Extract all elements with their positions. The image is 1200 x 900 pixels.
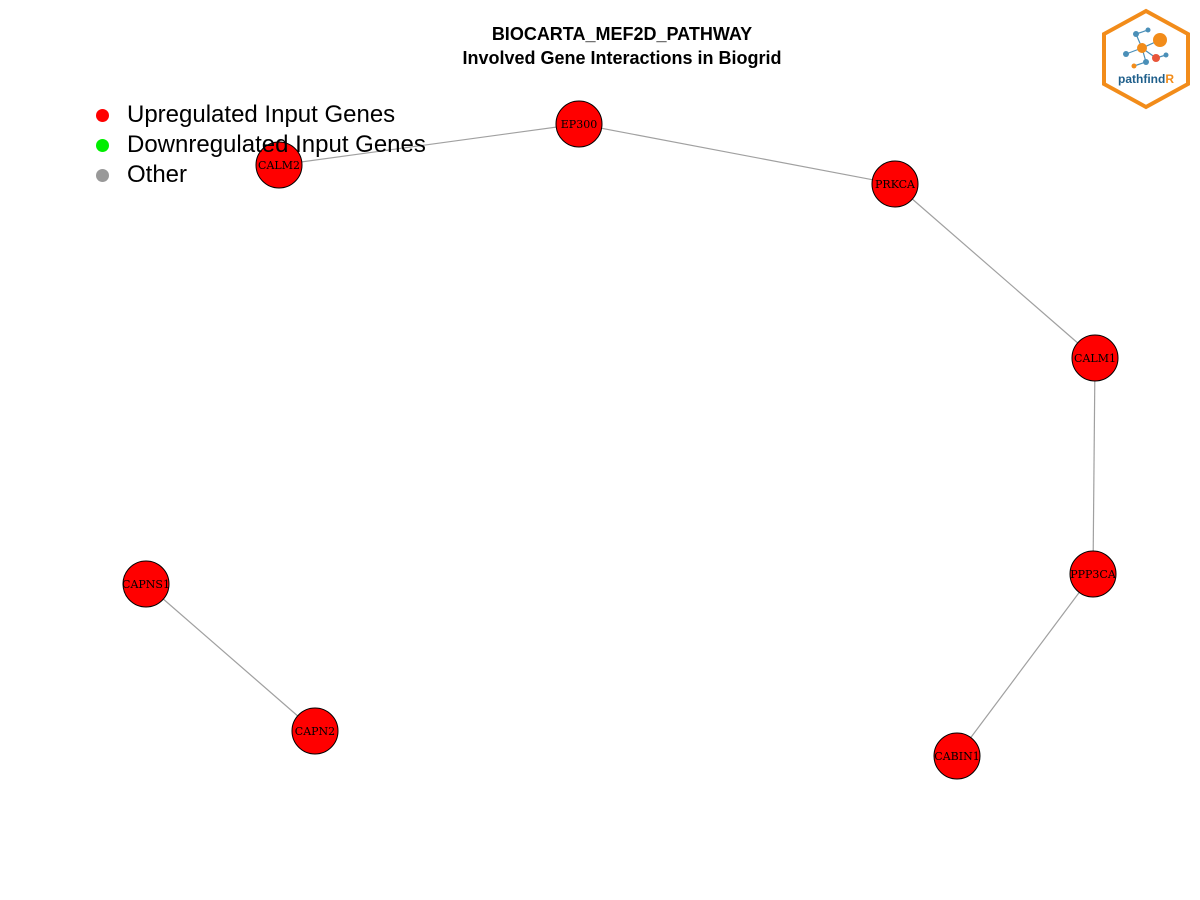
node-label: EP300 (561, 118, 597, 131)
node-circle[interactable] (1071, 334, 1119, 382)
edge-calm1-ppp3ca (1092, 357, 1096, 575)
node-ep300[interactable]: EP300 (555, 100, 603, 148)
legend-item-upregulated: Upregulated Input Genes (96, 100, 426, 130)
node-circle[interactable] (122, 560, 170, 608)
node-label: CAPNS1 (122, 578, 170, 591)
edge-ppp3ca-cabin1 (956, 573, 1094, 757)
title-line-1: BIOCARTA_MEF2D_PATHWAY (491, 24, 753, 44)
node-label: CALM2 (258, 159, 300, 172)
node-circle[interactable] (871, 160, 919, 208)
edge-calm2-ep300 (278, 123, 580, 166)
node-circle[interactable] (291, 707, 339, 755)
node-label: CAPN2 (295, 725, 335, 738)
pathfindr-logo: pathfindR (1102, 8, 1190, 110)
node-cabin1[interactable]: CABIN1 (933, 732, 981, 780)
node-label: PRKCA (875, 178, 916, 191)
edge-prkca-calm1 (894, 183, 1096, 359)
legend-label-other: Other (127, 161, 188, 188)
legend-item-other: Other (96, 160, 426, 190)
logo-network-nodes (1123, 27, 1169, 69)
node-ppp3ca[interactable]: PPP3CA (1069, 550, 1117, 598)
legend-dot-downregulated (96, 138, 109, 152)
node-label: CABIN1 (934, 750, 979, 763)
legend-dot-other (96, 168, 109, 182)
node-capn2[interactable]: CAPN2 (291, 707, 339, 755)
node-prkca[interactable]: PRKCA (871, 160, 919, 208)
edge-ep300-prkca (578, 123, 896, 185)
logo-text: pathfindR (1118, 72, 1174, 86)
edge-capns1-capn2 (145, 583, 316, 732)
legend-item-downregulated: Downregulated Input Genes (96, 130, 426, 160)
chart-title: BIOCARTA_MEF2D_PATHWAY Involved Gene Int… (0, 22, 1200, 70)
node-circle[interactable] (1069, 550, 1117, 598)
legend: Upregulated Input Genes Downregulated In… (96, 100, 426, 190)
node-calm2[interactable]: CALM2 (255, 141, 303, 189)
edge-layer (145, 123, 1096, 757)
node-circle[interactable] (255, 141, 303, 189)
legend-label-upregulated: Upregulated Input Genes (127, 101, 396, 128)
legend-label-downregulated: Downregulated Input Genes (127, 131, 426, 158)
node-circle[interactable] (933, 732, 981, 780)
node-capns1[interactable]: CAPNS1 (122, 560, 170, 608)
node-circle[interactable] (555, 100, 603, 148)
node-calm1[interactable]: CALM1 (1071, 334, 1119, 382)
node-label: PPP3CA (1070, 568, 1117, 581)
title-line-2: Involved Gene Interactions in Biogrid (462, 48, 782, 68)
legend-dot-upregulated (96, 108, 109, 122)
node-label: CALM1 (1074, 352, 1116, 365)
